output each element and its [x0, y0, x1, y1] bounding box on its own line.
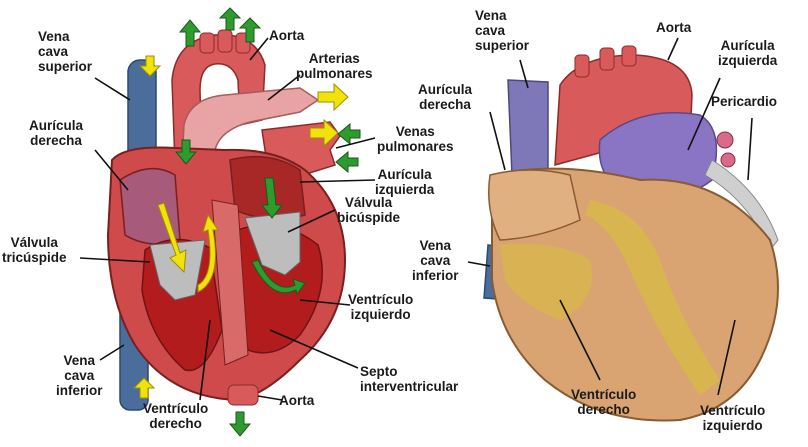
label-valvula-bicuspide: Válvula bicúspide	[337, 195, 400, 225]
ext-aorta-branch-2	[600, 48, 614, 70]
label-arterias-pulmonares: Arterias pulmonares	[296, 51, 373, 81]
label-auricula-izquierda-left: Aurícula izquierda	[375, 167, 434, 197]
green-arrow-pv-1	[338, 124, 360, 144]
label-ventriculo-izquierdo-left: Ventrículo izquierdo	[348, 292, 413, 322]
yellow-arrow-pulm	[318, 84, 348, 110]
ext-svc-shape	[508, 80, 548, 175]
aorta-branch-2	[218, 30, 232, 52]
label-vena-cava-inferior-left: Vena cava inferior	[56, 353, 103, 398]
green-arrow-pv-2	[336, 152, 358, 172]
aorta-bottom-shape	[228, 385, 258, 405]
label-venas-pulmonares: Venas pulmonares	[377, 124, 454, 154]
label-valvula-tricuspide: Válvula tricúspide	[2, 235, 67, 265]
ext-aorta-branch-1	[575, 55, 589, 77]
label-ventriculo-derecho-left: Ventrículo derecho	[143, 401, 208, 431]
aorta-branch-1	[200, 33, 214, 53]
label-auricula-izquierda-right: Aurícula izquierda	[718, 38, 777, 68]
label-aorta-right: Aorta	[656, 20, 691, 35]
label-aorta-top-left: Aorta	[269, 28, 304, 43]
label-ventriculo-izquierdo-right: Ventrículo izquierdo	[700, 403, 765, 433]
label-pericardio: Pericardio	[711, 94, 777, 109]
label-aorta-bottom-left: Aorta	[279, 393, 314, 408]
label-vena-cava-inferior-right: Vena cava inferior	[412, 238, 459, 283]
label-vena-cava-superior-right: Vena cava superior	[475, 8, 529, 53]
label-auricula-derecha-right: Aurícula derecha	[418, 82, 472, 112]
label-septo-interventricular: Septo interventricular	[360, 364, 458, 394]
green-arrow-bottom	[230, 412, 250, 436]
label-ventriculo-derecho-right: Ventrículo derecho	[571, 387, 636, 417]
label-vena-cava-superior-left: Vena cava superior	[38, 29, 92, 74]
ext-pulm-vein-stub	[717, 132, 733, 148]
ext-aorta-branch-3	[622, 46, 636, 66]
label-auricula-derecha-left: Aurícula derecha	[29, 118, 83, 148]
green-arrow-aorta-2	[220, 8, 240, 30]
ext-pulm-vein-stub-2	[721, 153, 735, 167]
